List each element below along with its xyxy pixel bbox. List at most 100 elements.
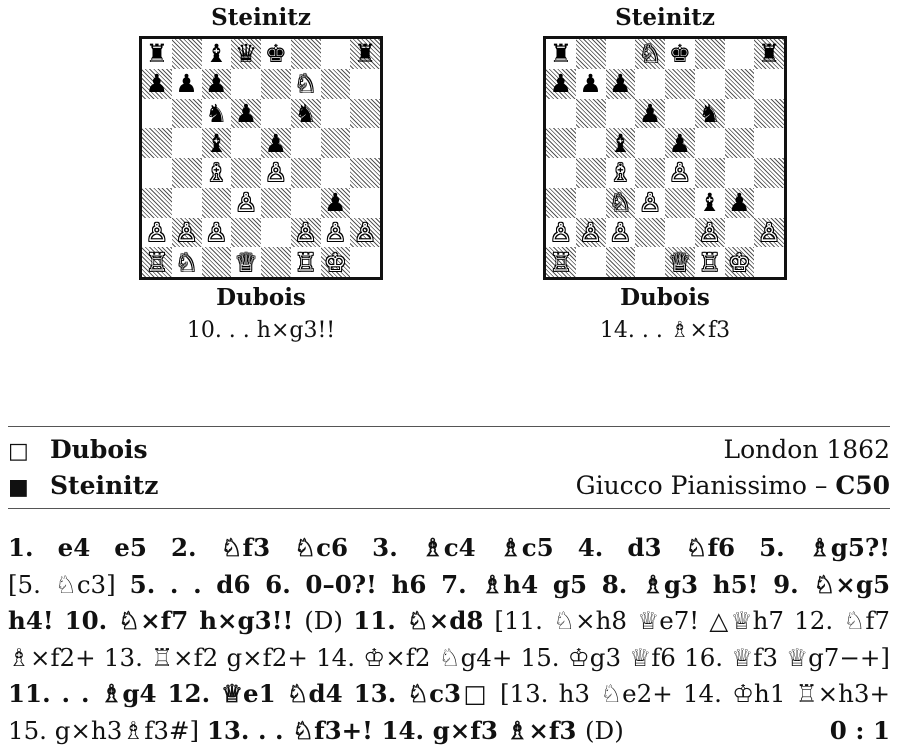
moves-line: ♗×f2+ 13. ♖×f2 g×f2+ 14. ♔×f2 ♘g4+ 15. ♔… [8,640,890,677]
white-pawn-icon: ♙ [234,188,258,218]
black-pawn-icon: ♟ [205,69,228,99]
bottom-player-name: Dubois [620,284,710,311]
white-rook-icon: ♖ [698,247,721,277]
board-square: ♘ [172,247,202,277]
board-square [724,68,755,99]
board-square [665,99,695,129]
board-square [261,68,291,99]
board-square: ♙ [142,218,172,248]
game-moves: 1. e4 e5 2. ♘f3 ♘c6 3. ♗c4 ♗c5 4. d3 ♘f6… [8,530,890,749]
board-square: ♙ [202,218,232,248]
board-square: ♔ [320,247,351,277]
board-square [725,218,755,248]
board-square [171,98,202,129]
board-square [231,217,261,248]
white-pawn-icon: ♙ [579,217,602,247]
board-square [290,39,321,69]
board-square: ♙ [321,218,351,248]
black-player-name: Steinitz [50,471,159,500]
black-bishop-icon: ♝ [205,128,228,158]
diagram-caption: 10. . . h×g3!! [186,318,336,343]
board-square [754,158,784,188]
board-square: ♙ [635,188,665,218]
board-square [575,158,606,188]
board-square: ♙ [546,218,576,248]
board-square [291,188,321,218]
white-square-icon: □ [8,439,29,464]
eco-code: C50 [835,471,890,500]
board-square: ♗ [202,158,232,188]
board-square: ♕ [231,247,261,277]
chess-board: ♜♝♛♚♜♟♟♟♘♞♟♞♝♟♗♙♙♟♙♙♙♙♙♙♖♘♕♖♔ [139,36,383,280]
black-rook-icon: ♜ [549,39,573,69]
board-square: ♟ [261,128,291,158]
white-rook-icon: ♖ [549,247,573,277]
black-queen-icon: ♛ [234,39,258,69]
game-result: 0 : 1 [829,715,890,745]
board-square [635,128,665,158]
board-square: ♟ [231,98,261,129]
black-pawn-icon: ♟ [638,98,662,128]
board-square [575,39,606,69]
black-pawn-icon: ♟ [324,188,347,218]
board-square [350,158,380,188]
board-square: ♙ [231,188,261,218]
board-square: ♕ [665,247,695,277]
moves-line: h4! 10. ♘×f7 h×g3!! (D) 11. ♘×d8 [11. ♘×… [8,603,890,640]
board-square [546,158,576,188]
white-queen-icon: ♕ [668,247,692,277]
bottom-player-name: Dubois [216,284,306,311]
board-square [350,98,380,129]
moves-line: 15. g×h3♗f3#] 13. . . ♘f3+! 14. g×f3 ♗×f… [8,713,890,750]
white-pawn-icon: ♙ [175,217,198,247]
board-square: ♟ [320,187,351,218]
board-square [635,158,665,188]
board-square [754,98,784,129]
board-square [231,128,261,158]
board-square [321,99,351,129]
board-square: ♜ [142,39,172,69]
white-knight-icon: ♘ [609,188,632,218]
board-square [142,99,172,129]
board-square: ♟ [635,98,665,129]
white-knight-icon: ♘ [638,39,662,69]
board-square: ♞ [202,99,232,129]
main-line-moves: 11. ♘×d8 [353,606,495,635]
board-square: ♙ [171,217,202,248]
board-square: ♝ [201,128,232,158]
white-pawn-icon: ♙ [205,217,228,247]
board-square [261,218,291,248]
top-player-name: Steinitz [615,4,715,31]
board-square: ♙ [665,158,695,188]
board-square: ♙ [290,217,321,248]
board-square [575,98,606,129]
board-square [754,188,784,218]
board-square [665,187,695,218]
main-line-moves: 1. e4 e5 2. ♘f3 ♘c6 3. ♗c4 ♗c5 4. d3 ♘f6… [8,533,890,562]
black-king-icon: ♚ [668,39,692,69]
top-player-name: Steinitz [211,4,311,31]
board-square: ♛ [231,39,261,69]
board-square [576,247,606,277]
board-square [142,187,172,218]
white-pawn-icon: ♙ [324,217,347,247]
board-square [635,69,665,99]
board-square [546,187,576,218]
white-knight-icon: ♘ [175,247,198,277]
board-square: ♙ [261,158,291,188]
moves-line: 1. e4 e5 2. ♘f3 ♘c6 3. ♗c4 ♗c5 4. d3 ♘f6… [8,530,890,567]
black-bishop-icon: ♝ [609,128,632,158]
variation-text: [11. ♘×h8 ♕e7! △♕h7 12. ♘f7 [494,606,890,635]
board-square: ♘ [291,69,321,99]
board-square [695,69,725,99]
variation-text: [13. h3 ♘e2+ 14. ♔h1 ♖×h3+ [499,679,890,708]
board-square [754,69,784,99]
board-square: ♘ [605,187,636,218]
board-square: ♟ [172,69,202,99]
board-square [665,218,695,248]
white-king-icon: ♔ [324,247,347,277]
board-square [321,39,351,69]
board-square [320,68,351,99]
board-square [291,128,321,158]
white-king-icon: ♔ [728,247,751,277]
